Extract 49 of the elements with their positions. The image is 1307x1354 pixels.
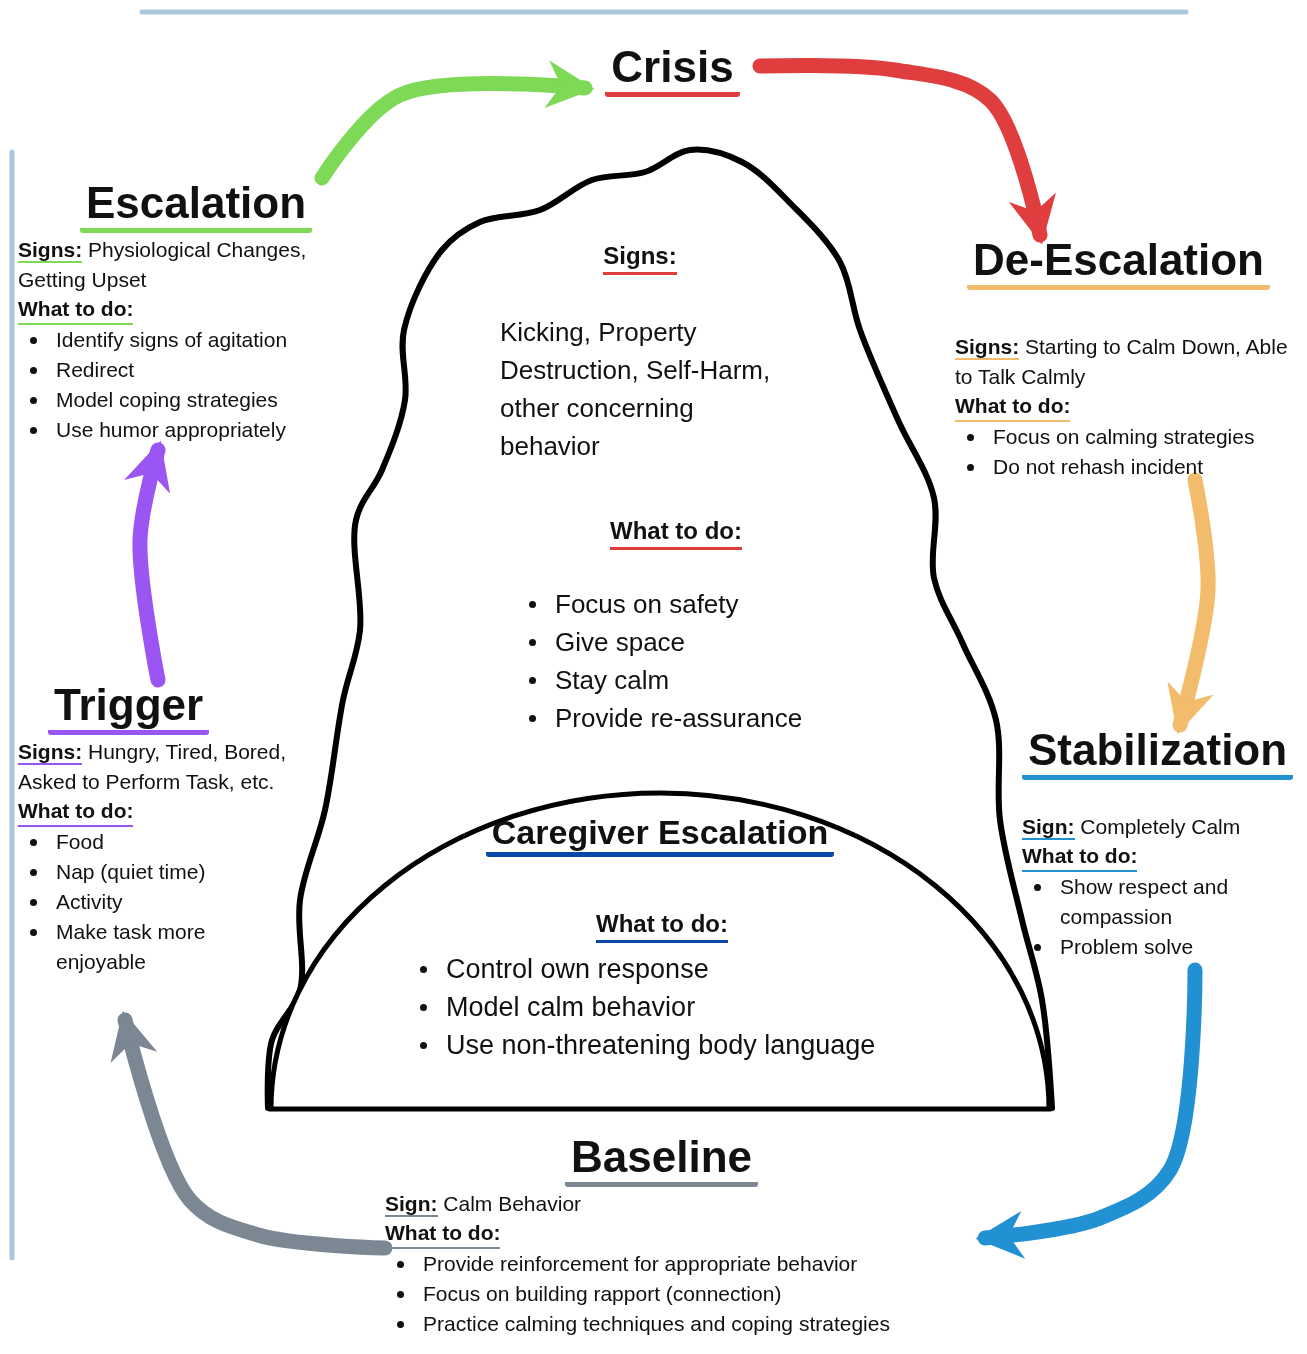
stage-heading: De-Escalation	[967, 235, 1270, 290]
curved-arrow	[124, 440, 171, 688]
bullet-item: Stay calm	[555, 665, 670, 695]
curved-arrow	[314, 60, 595, 186]
body-text: Signs: Physiological Changes, Getting Upset	[18, 237, 308, 293]
bullet-item: Activity	[56, 890, 123, 913]
bullet-item: Food	[56, 830, 104, 853]
body-text: Kicking, Property Destruction, Self-Harm, other concerning behavior	[500, 316, 772, 463]
stage-heading: Crisis	[605, 42, 740, 97]
bullet-item: Model coping strategies	[56, 388, 278, 411]
subheading: What to do:	[18, 797, 134, 827]
curved-arrow	[110, 1010, 393, 1256]
curved-arrow	[752, 57, 1056, 245]
subheading: Signs:	[603, 240, 677, 275]
stage-heading: Caregiver Escalation	[485, 812, 835, 857]
bullet-item: Focus on calming strategies	[993, 425, 1255, 448]
body-text: Signs: Starting to Calm Down, Able to Talk Calmly	[955, 334, 1289, 390]
subheading: What to do:	[18, 295, 134, 325]
bullet-item: Problem solve	[1060, 935, 1194, 958]
bullet-item: Model calm behavior	[446, 992, 696, 1022]
bullet-item: Show respect and compassion	[1060, 875, 1229, 928]
bullet-item: Practice calming techniques and coping strategies	[423, 1312, 890, 1335]
bullet-item: Give space	[555, 627, 686, 657]
curved-arrow	[1167, 472, 1216, 735]
subheading: What to do:	[955, 392, 1071, 422]
bullet-item: Focus on building rapport (connection)	[423, 1282, 782, 1305]
bullet-item: Identify signs of agitation	[56, 328, 288, 351]
bullet-item: Provide reinforcement for appropriate behavior	[423, 1252, 858, 1275]
bullet-item: Use non-threatening body language	[446, 1030, 876, 1060]
bullet-item: Provide re-assurance	[555, 703, 803, 733]
subheading: What to do:	[610, 515, 742, 550]
bullet-item: Control own response	[446, 954, 709, 984]
bullet-item: Redirect	[56, 358, 135, 381]
stage-heading: Escalation	[80, 178, 313, 233]
bullet-item: Nap (quiet time)	[56, 860, 206, 883]
bullet-item: Focus on safety	[555, 589, 739, 619]
bullet-item: Make task more enjoyable	[56, 920, 206, 973]
stage-heading: Stabilization	[1022, 725, 1294, 780]
body-text: Signs: Hungry, Tired, Bored, Asked to Perform Task, etc.	[18, 739, 288, 795]
subheading: What to do:	[596, 908, 728, 943]
stage-heading: Baseline	[565, 1132, 758, 1187]
body-text: Sign: Calm Behavior	[385, 1191, 583, 1219]
curved-arrow	[975, 962, 1203, 1259]
subheading: What to do:	[385, 1219, 501, 1249]
stage-heading: Trigger	[48, 680, 210, 735]
bullet-item: Do not rehash incident	[993, 455, 1204, 478]
subheading: What to do:	[1022, 842, 1138, 872]
bullet-item: Use humor appropriately	[56, 418, 286, 441]
body-text: Sign: Completely Calm	[1022, 814, 1242, 842]
